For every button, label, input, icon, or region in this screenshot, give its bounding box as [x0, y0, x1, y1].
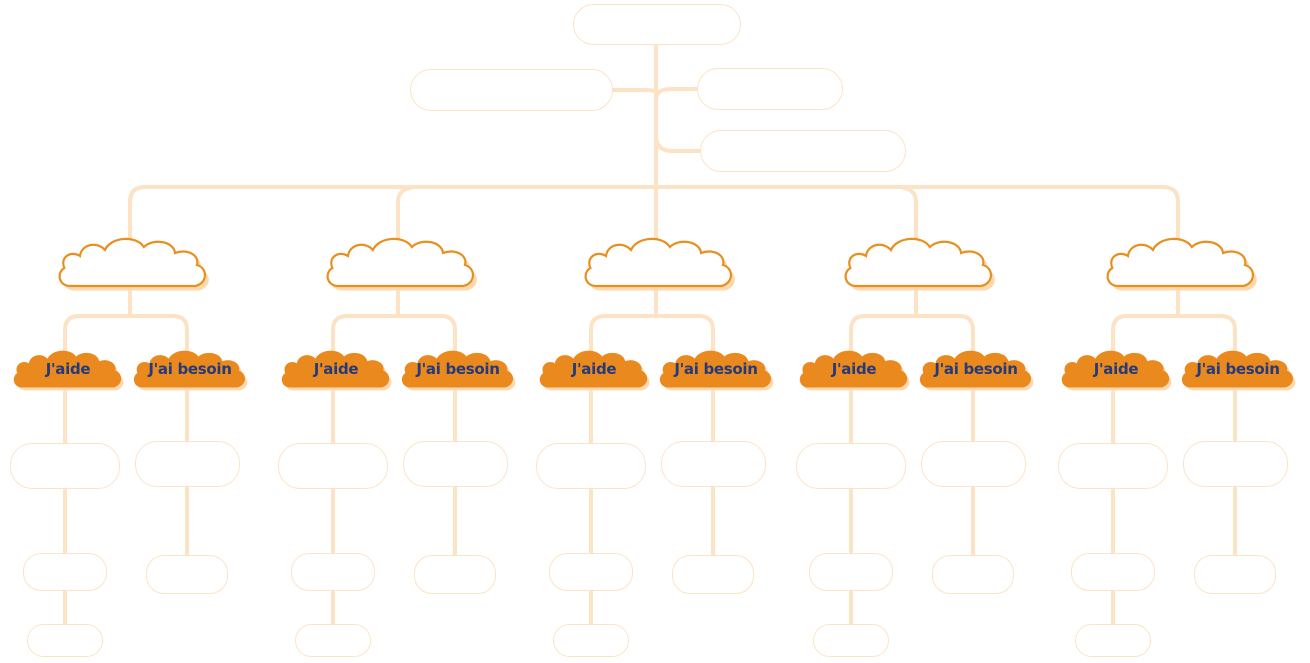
- group-2-jaide-cloud: J'aide: [279, 346, 393, 396]
- group-3-help-box-2: [549, 553, 633, 591]
- group-5-help-box-1: [1058, 443, 1168, 489]
- group-3-jai-besoin-label: J'ai besoin: [674, 360, 758, 378]
- group-3-jaide-cloud: J'aide: [537, 346, 651, 396]
- group-3-split-line: [589, 314, 715, 352]
- group-4-help-box-1: [796, 443, 906, 489]
- group-1-jaide-cloud: J'aide: [11, 346, 125, 396]
- group-4-jaide-label: J'aide: [831, 360, 877, 378]
- group-2-help-box-3: [295, 624, 371, 657]
- group-1-help-box-3: [27, 624, 103, 657]
- group-2-split-line: [331, 314, 457, 352]
- group-4-need-box-1: [921, 441, 1026, 487]
- group-5-cloud: [1103, 232, 1259, 298]
- group-4-jaide-cloud: J'aide: [797, 346, 911, 396]
- group-3-help-box-3: [553, 624, 629, 657]
- group-5-help-box-3: [1075, 624, 1151, 657]
- group-1-split-line: [63, 314, 189, 352]
- group-5-jai-besoin-cloud: J'ai besoin: [1179, 346, 1297, 396]
- group-2-help-box-2: [291, 553, 375, 591]
- group-3-jaide-label: J'aide: [571, 360, 617, 378]
- group-4-need-box-2: [932, 555, 1014, 594]
- group-1-need-box-2: [146, 555, 228, 594]
- bus-drop-2: [396, 186, 412, 242]
- group-2-cloud: [323, 232, 479, 298]
- group-5-jaide-label: J'aide: [1093, 360, 1139, 378]
- group-1-jai-besoin-label: J'ai besoin: [148, 360, 232, 378]
- group-4-split-line: [849, 314, 975, 352]
- group-3-need-box-2: [672, 555, 754, 594]
- group-4-help-box-2: [809, 553, 893, 591]
- group-2-jai-besoin-cloud: J'ai besoin: [399, 346, 517, 396]
- group-3-need-box-1: [661, 441, 766, 487]
- group-4-help-box-3: [813, 624, 889, 657]
- group-1-help-box-1: [10, 443, 120, 489]
- group-2-need-box-1: [403, 441, 508, 487]
- group-5-help-box-2: [1071, 553, 1155, 591]
- group-5-need-box-1: [1183, 441, 1288, 487]
- root-box: [573, 4, 741, 45]
- group-4-jai-besoin-label: J'ai besoin: [934, 360, 1018, 378]
- right-upper-branch-line: [654, 87, 699, 102]
- right-lower-branch-line: [654, 133, 702, 153]
- group-5-jai-besoin-label: J'ai besoin: [1196, 360, 1280, 378]
- right-branch-box-lower: [700, 130, 906, 172]
- group-2-jai-besoin-label: J'ai besoin: [416, 360, 500, 378]
- group-4-cloud: [841, 232, 997, 298]
- group-1-jai-besoin-cloud: J'ai besoin: [131, 346, 249, 396]
- right-branch-box-upper: [697, 68, 843, 110]
- group-5-split-line: [1111, 314, 1237, 352]
- group-1-cloud: [55, 232, 211, 298]
- group-5-need-box-2: [1194, 555, 1276, 594]
- group-2-help-box-1: [278, 443, 388, 489]
- group-5-jaide-cloud: J'aide: [1059, 346, 1173, 396]
- group-3-help-box-1: [536, 443, 646, 489]
- bus-drop-4: [902, 186, 918, 242]
- left-branch-line: [611, 88, 658, 94]
- group-4-jai-besoin-cloud: J'ai besoin: [917, 346, 1035, 396]
- group-3-cloud: [581, 232, 737, 298]
- group-2-jaide-label: J'aide: [313, 360, 359, 378]
- group-2-need-box-2: [414, 555, 496, 594]
- left-branch-box: [410, 69, 613, 111]
- group-1-help-box-2: [23, 553, 107, 591]
- group-1-jaide-label: J'aide: [45, 360, 91, 378]
- group-3-jai-besoin-cloud: J'ai besoin: [657, 346, 775, 396]
- group-1-need-box-1: [135, 441, 240, 487]
